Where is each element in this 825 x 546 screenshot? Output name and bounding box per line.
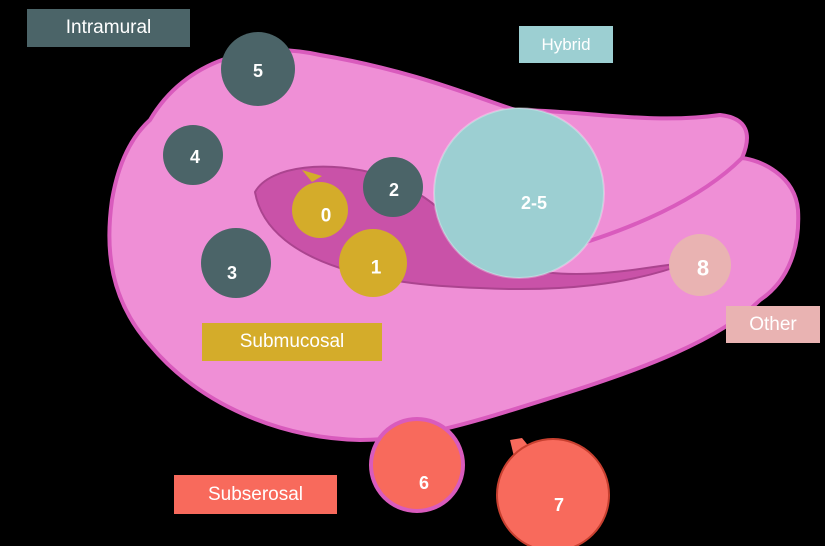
legend-other: Other [726,306,820,343]
legend-hybrid: Hybrid [519,26,613,63]
fibroid-label-4: 4 [190,147,200,167]
fibroid-label-5: 5 [253,61,263,81]
legend-intramural: Intramural [27,9,190,47]
fibroid-label-0: 0 [321,206,332,227]
fibroid-label-6: 6 [419,473,429,493]
fibroid-label-8: 8 [697,256,709,281]
fibroid-label-3: 3 [227,263,237,283]
fibroid-label-7: 7 [554,495,564,515]
fibroid-6 [371,419,463,511]
legend-subserosal: Subserosal [174,475,337,514]
fibroid-label-1: 1 [371,258,382,279]
legend-submucosal: Submucosal [202,323,382,361]
fibroid-label-2: 2 [389,180,399,200]
fibroid-7 [497,439,609,546]
fibroid-hybrid [434,108,604,278]
fibroid-label-2-5: 2-5 [521,193,547,213]
